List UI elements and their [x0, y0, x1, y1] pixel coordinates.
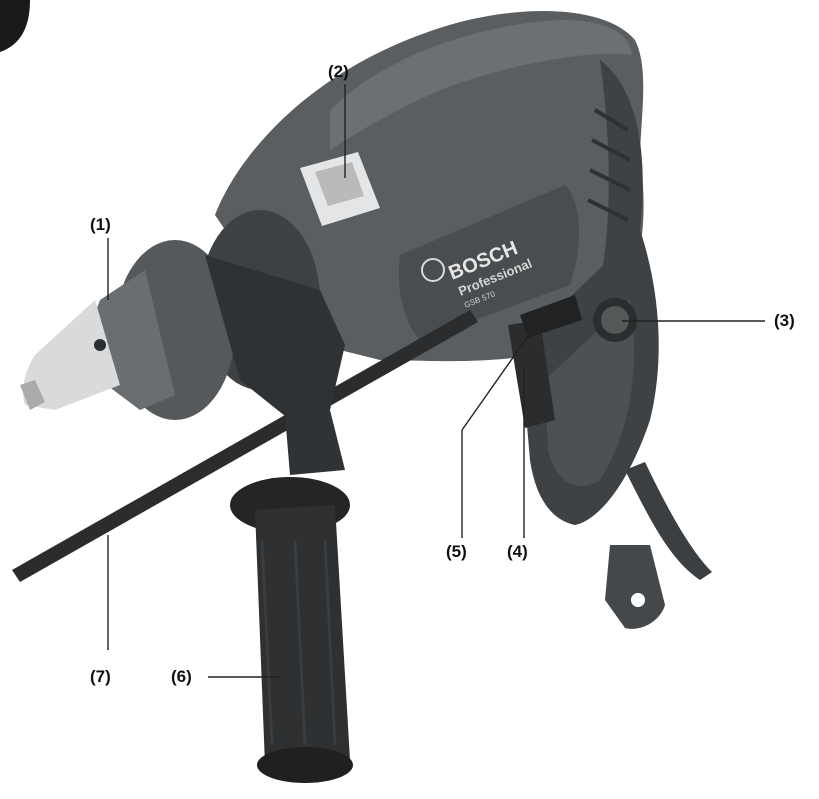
callout-label-2: (2): [328, 62, 349, 81]
rotation-direction-switch: [520, 295, 582, 338]
mode-selector-switch: [300, 152, 380, 226]
power-cord: [605, 462, 712, 629]
callout-label-5: (5): [446, 542, 467, 561]
callout-label-1: (1): [90, 215, 111, 234]
leader-lines: [107, 84, 765, 678]
keyed-drill-chuck: [20, 240, 235, 420]
callout-label-6: (6): [171, 667, 192, 686]
handle-clamp: [205, 255, 345, 420]
depth-stop: [12, 310, 478, 582]
auxiliary-handle: [230, 410, 353, 783]
callout-label-4: (4): [507, 542, 528, 561]
corner-badge: [0, 0, 30, 52]
callout-label-3: (3): [774, 311, 795, 330]
leader-line-5: [461, 321, 539, 431]
lock-on-button: [593, 298, 637, 342]
brand-panel: [398, 185, 580, 340]
callout-label-7: (7): [90, 667, 111, 686]
